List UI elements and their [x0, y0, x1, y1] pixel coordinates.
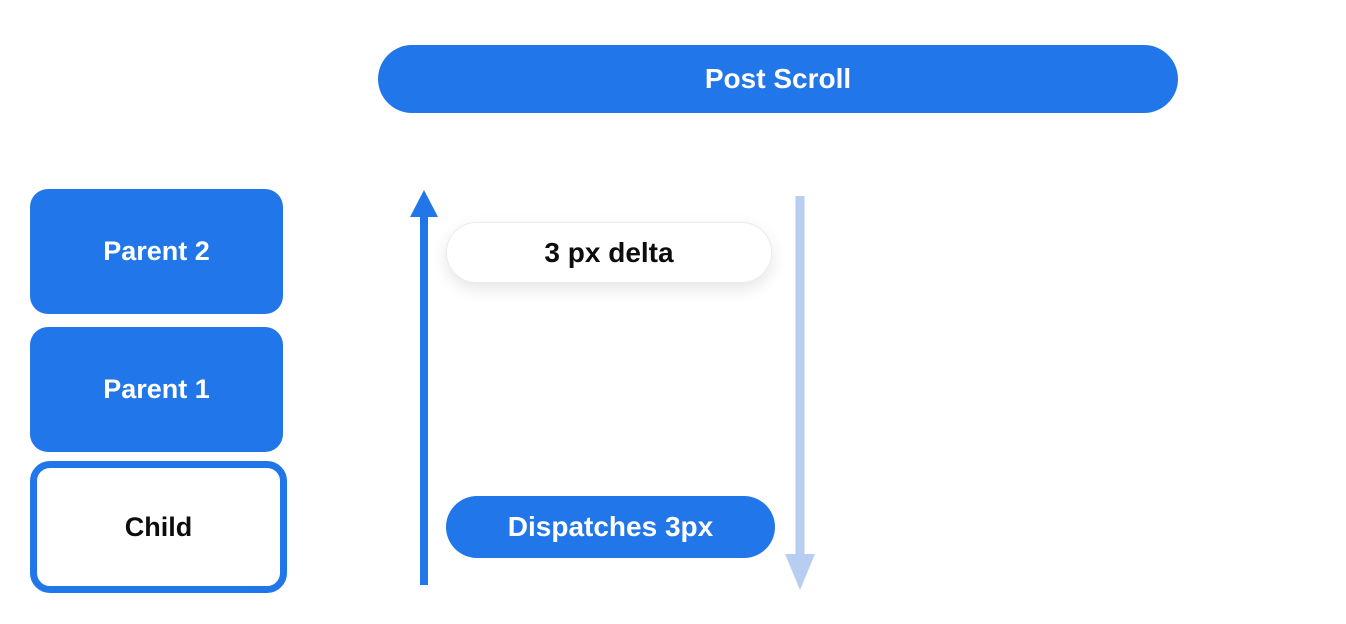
down-arrow-icon — [785, 196, 815, 590]
down-arrow-head — [785, 554, 815, 590]
post-scroll-label: Post Scroll — [704, 63, 852, 94]
node-parent2: Parent 2 — [30, 189, 283, 314]
delta-label: 3 px delta — [544, 236, 674, 268]
node-parent2-label: Parent 2 — [103, 236, 210, 266]
post-scroll-pill: Post Scroll — [378, 45, 1178, 113]
node-child: Child — [30, 461, 287, 593]
up-arrow-icon — [410, 190, 438, 585]
dispatches-pill: Dispatches 3px — [446, 496, 775, 558]
delta-pill: 3 px delta — [446, 222, 772, 283]
node-parent1: Parent 1 — [30, 327, 283, 452]
up-arrow-head — [410, 190, 438, 217]
node-child-label: Child — [124, 511, 193, 542]
dispatches-label: Dispatches 3px — [507, 511, 714, 542]
node-parent1-label: Parent 1 — [103, 374, 210, 404]
